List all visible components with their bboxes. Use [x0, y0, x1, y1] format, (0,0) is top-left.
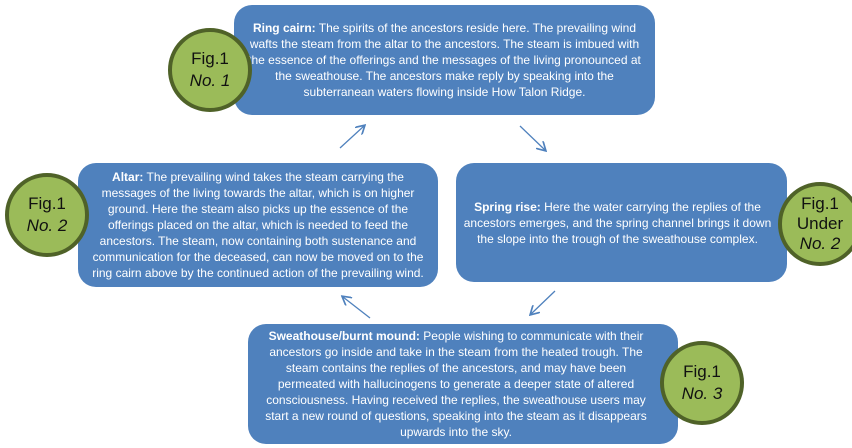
stage-text: People wishing to communicate with their… — [265, 329, 647, 439]
spring-rise-box: Spring rise: Here the water carrying the… — [456, 163, 787, 282]
stage-title: Altar: — [112, 170, 144, 184]
altar-box: Altar: The prevailing wind takes the ste… — [78, 163, 438, 287]
stage-text: The spirits of the ancestors reside here… — [248, 21, 641, 99]
badge-number: No. 3 — [681, 384, 723, 403]
stage-text: Here the water carrying the replies of t… — [463, 199, 772, 246]
stage-title: Sweathouse/burnt mound: — [268, 329, 420, 343]
arrow-cairn-to-spring — [519, 125, 545, 150]
badge-number: No. 2 — [26, 216, 68, 235]
badge-label: Fig.1 — [801, 194, 839, 213]
badge-label: Fig.1 — [28, 194, 66, 213]
arrow-sweathouse-to-altar — [343, 297, 371, 319]
sweathouse-box: Sweathouse/burnt mound: People wishing t… — [248, 324, 678, 444]
stage-text: The prevailing wind takes the steam carr… — [92, 170, 424, 280]
arrow-spring-to-sweathouse — [531, 290, 556, 314]
badge-qualifier: Under — [796, 214, 844, 233]
badge-label: Fig.1 — [191, 49, 229, 68]
badge-number: No. 2 — [799, 234, 841, 253]
stage-title: Ring cairn: — [252, 21, 316, 35]
badge-label: Fig.1 — [683, 362, 721, 381]
arrow-altar-to-cairn — [339, 126, 364, 149]
ring-cairn-box: Ring cairn: The spirits of the ancestors… — [234, 5, 655, 115]
stage-title: Spring rise: — [474, 199, 541, 214]
badge-number: No. 1 — [189, 71, 231, 90]
